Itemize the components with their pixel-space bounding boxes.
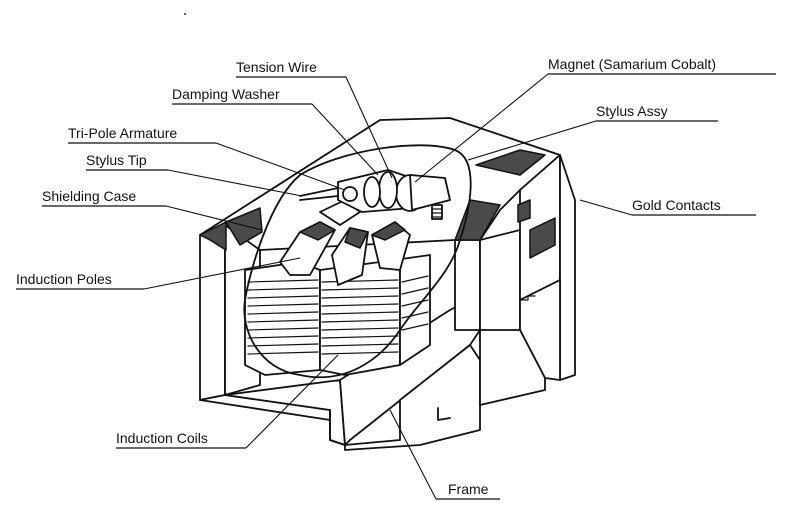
leader-induction-poles bbox=[143, 257, 301, 290]
label-stylus-tip: Stylus Tip bbox=[86, 152, 147, 168]
leader-tri-pole-armature bbox=[215, 142, 346, 191]
frame-body bbox=[199, 117, 576, 451]
leader-induction-coils bbox=[245, 354, 339, 449]
leader-stylus-tip bbox=[167, 169, 303, 197]
label-shielding-case: Shielding Case bbox=[42, 188, 136, 204]
label-damping-washer: Damping Washer bbox=[172, 86, 280, 102]
leader-tension-wire bbox=[345, 76, 393, 179]
label-tension-wire: Tension Wire bbox=[236, 59, 317, 75]
leader-lines bbox=[143, 73, 633, 500]
leader-stylus-assy bbox=[467, 120, 597, 161]
induction-coils-art bbox=[244, 254, 431, 376]
leader-damping-washer bbox=[311, 103, 379, 176]
label-induction-coils: Induction Coils bbox=[116, 430, 208, 446]
leader-frame bbox=[389, 409, 437, 500]
leader-magnet bbox=[414, 73, 549, 183]
leader-shielding-case bbox=[165, 205, 263, 231]
label-gold-contacts: Gold Contacts bbox=[632, 197, 721, 213]
speck bbox=[184, 13, 186, 15]
label-induction-poles: Induction Poles bbox=[16, 271, 112, 287]
label-stylus-assy: Stylus Assy bbox=[596, 103, 668, 119]
label-magnet: Magnet (Samarium Cobalt) bbox=[548, 56, 716, 72]
label-tri-pole-armature: Tri-Pole Armature bbox=[68, 125, 177, 141]
stylus-assembly-art bbox=[243, 144, 472, 379]
label-frame: Frame bbox=[448, 481, 489, 497]
leader-gold-contacts bbox=[579, 199, 633, 216]
induction-poles-art bbox=[279, 199, 411, 286]
